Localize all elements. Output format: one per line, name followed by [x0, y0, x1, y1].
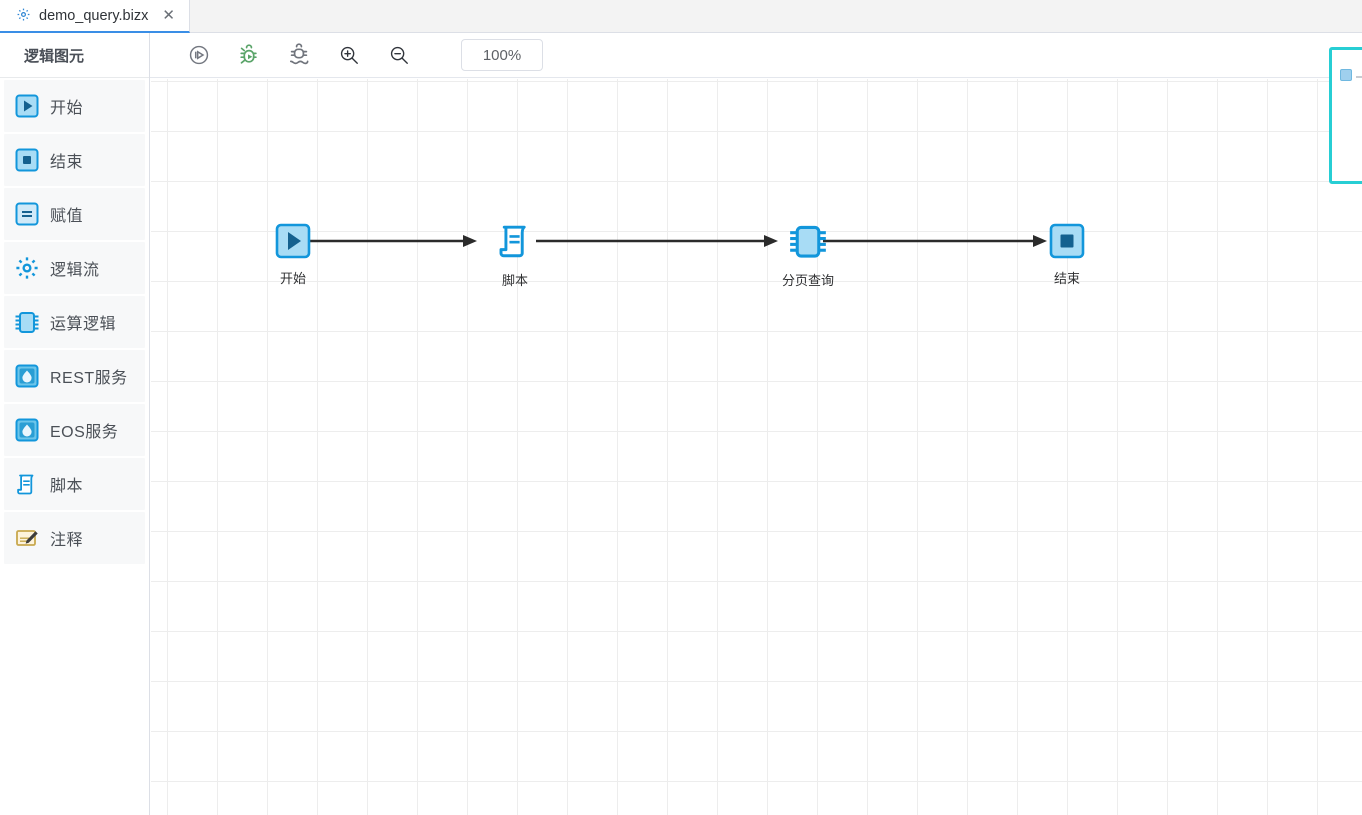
palette-item-eos-service[interactable]: EOS服务: [4, 404, 145, 456]
node-label: 结束: [1053, 271, 1080, 286]
node-label: 分页查询: [782, 273, 835, 288]
palette-header: 逻辑图元: [0, 33, 149, 78]
palette-item-label: 脚本: [50, 478, 84, 495]
minimap-row: [1332, 50, 1362, 86]
tab-bar: demo_query.bizx ✕: [0, 0, 1362, 33]
start-play-icon: [275, 223, 311, 264]
gear-icon: [16, 7, 31, 25]
end-stop-icon: [1049, 223, 1085, 264]
tab-demo-query[interactable]: demo_query.bizx ✕: [0, 0, 190, 33]
node-label: 开始: [279, 271, 306, 286]
palette-item-rest-service[interactable]: REST服务: [4, 350, 145, 402]
debug-start-icon[interactable]: [224, 37, 274, 73]
palette-item-comment[interactable]: 注释: [4, 512, 145, 564]
connection-start-to-script[interactable]: [281, 234, 481, 248]
minimap-connector-line: [1356, 76, 1362, 78]
connection-query-to-end[interactable]: [823, 234, 1051, 248]
palette-item-label: 注释: [50, 532, 84, 549]
palette-item-label: 开始: [50, 100, 84, 117]
palette-item-label: EOS服务: [50, 424, 119, 441]
node-script[interactable]: 脚本: [495, 221, 535, 289]
flow-canvas[interactable]: 开始 脚本 分页查询: [151, 79, 1362, 815]
zoom-in-icon[interactable]: [324, 37, 374, 73]
node-paged-query[interactable]: 分页查询: [782, 221, 834, 289]
connection-script-to-query[interactable]: [536, 234, 782, 248]
zoom-out-icon[interactable]: [374, 37, 424, 73]
palette-item-label: 逻辑流: [50, 262, 100, 279]
compute-chip-icon: [14, 309, 40, 335]
minimap-panel[interactable]: [1329, 47, 1362, 184]
minimap-node-icon: [1340, 68, 1352, 86]
script-scroll-icon: [495, 221, 535, 266]
tab-title: demo_query.bizx: [39, 7, 149, 24]
eos-service-icon: [14, 417, 40, 443]
compute-chip-icon: [788, 221, 828, 266]
script-scroll-icon: [14, 471, 40, 497]
palette-item-label: 赋值: [50, 208, 84, 225]
palette-item-script[interactable]: 脚本: [4, 458, 145, 510]
palette-item-label: 结束: [50, 154, 84, 171]
rest-service-icon: [14, 363, 40, 389]
end-stop-icon: [14, 147, 40, 173]
assign-equals-icon: [14, 201, 40, 227]
start-play-icon: [14, 93, 40, 119]
palette-item-start[interactable]: 开始: [4, 80, 145, 132]
palette-item-assign[interactable]: 赋值: [4, 188, 145, 240]
node-start[interactable]: 开始: [275, 223, 311, 287]
palette-item-logic-flow[interactable]: 逻辑流: [4, 242, 145, 294]
palette-item-end[interactable]: 结束: [4, 134, 145, 186]
node-end[interactable]: 结束: [1049, 223, 1085, 287]
node-label: 脚本: [501, 273, 528, 288]
zoom-level-input[interactable]: 100%: [461, 39, 543, 71]
logic-flow-gear-icon: [14, 255, 40, 281]
canvas-toolbar: 100%: [150, 33, 1362, 78]
comment-note-icon: [14, 525, 40, 551]
debug-stop-icon[interactable]: [274, 37, 324, 73]
close-icon[interactable]: ✕: [162, 7, 175, 24]
palette-item-compute-logic[interactable]: 运算逻辑: [4, 296, 145, 348]
palette-sidebar: 逻辑图元 开始 结束 赋值: [0, 33, 150, 815]
palette-item-label: 运算逻辑: [50, 316, 117, 333]
run-icon[interactable]: [174, 37, 224, 73]
palette-item-label: REST服务: [50, 370, 128, 387]
